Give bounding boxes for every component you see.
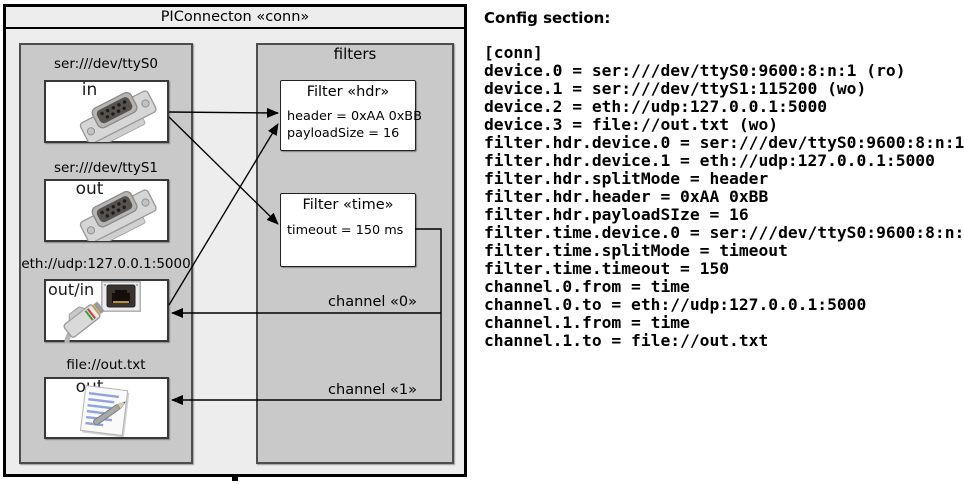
filters-panel-title: filters — [333, 45, 377, 63]
diagram-title: PIConnecton «conn» — [6, 7, 464, 29]
filter-time-attr-timeout: timeout = 150 ms — [287, 223, 404, 238]
channel-0-label: channel «0» — [328, 294, 417, 310]
ethernet-port-icon — [101, 281, 141, 312]
filter-hdr-title: Filter «hdr» — [306, 84, 390, 100]
config-text: [conn] device.0 = ser:///dev/ttyS0:9600:… — [484, 43, 964, 350]
device-direction-eth: out/in — [48, 280, 95, 299]
config-section-heading: Config section: — [484, 9, 611, 27]
device-direction-ttys0: in — [81, 80, 98, 100]
serial-connector-icon — [79, 90, 157, 142]
filter-time-title: Filter «time» — [302, 197, 394, 213]
device-label-ttys0: ser:///dev/ttyS0 — [54, 56, 158, 72]
filter-hdr-attr-payload: payloadSize = 16 — [287, 126, 400, 141]
ethernet-plug-icon — [63, 301, 105, 343]
filter-hdr-attr-header: header = 0xAA 0xBB — [287, 109, 422, 124]
filter-box-hdr — [280, 80, 416, 151]
device-label-file: file://out.txt — [66, 357, 146, 373]
device-direction-ttys1: out — [75, 179, 104, 199]
frame-notch — [232, 474, 238, 481]
device-label-eth: eth://udp:127.0.0.1:5000 — [21, 256, 191, 272]
channel-1-label: channel «1» — [328, 382, 417, 398]
serial-connector-icon — [79, 189, 157, 241]
notepad-pen-icon — [79, 385, 130, 438]
device-label-ttys1: ser:///dev/ttyS1 — [54, 160, 158, 176]
